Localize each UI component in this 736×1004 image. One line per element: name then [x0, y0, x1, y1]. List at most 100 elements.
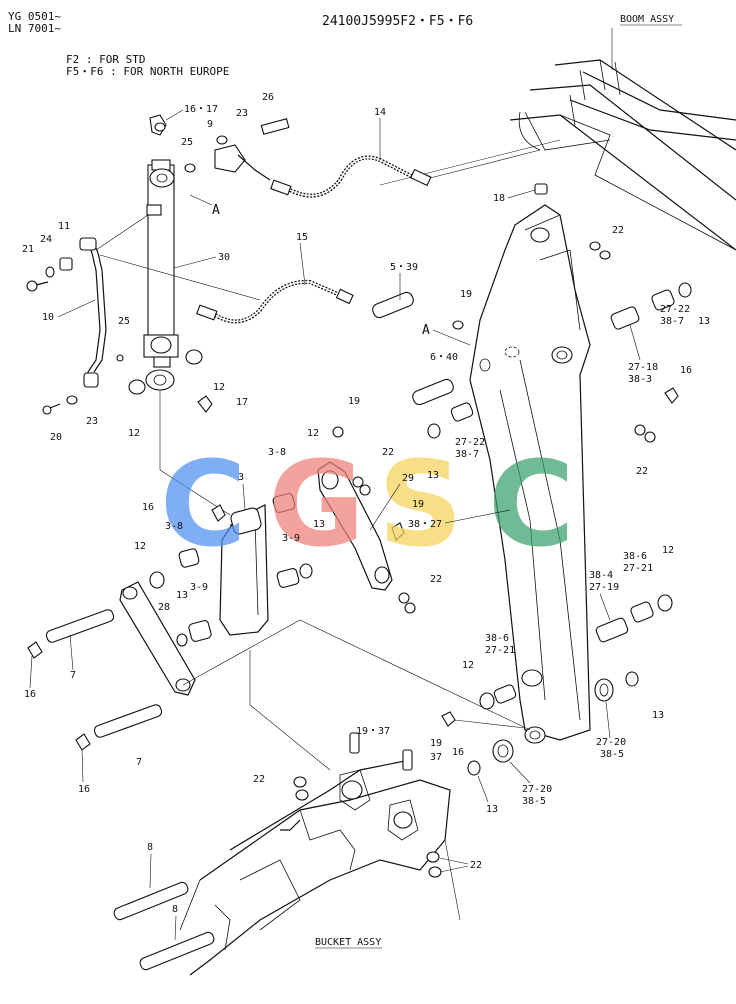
- callout: 38-5: [522, 796, 546, 807]
- callout: 7: [70, 670, 76, 681]
- callout: 12: [213, 382, 225, 393]
- callout: 23: [86, 416, 98, 427]
- callout: 22: [430, 574, 442, 585]
- callout: 3-8: [165, 521, 183, 532]
- callout: 27-21: [623, 563, 653, 574]
- callout: 3-9: [282, 533, 300, 544]
- detail-marker-a-cylinder: A: [212, 203, 220, 218]
- callout: 9: [207, 119, 213, 130]
- callout: 6・40: [430, 352, 458, 363]
- watermark-letter-c2: C: [488, 435, 575, 573]
- callout: 38-5: [600, 749, 624, 760]
- callout: 27-18: [628, 362, 658, 373]
- callout: 22: [612, 225, 624, 236]
- callout: 38-7: [455, 449, 479, 460]
- callout: 37: [430, 752, 442, 763]
- boom-assembly: [379, 59, 736, 251]
- callout: 38-7: [660, 316, 684, 327]
- callout: 14: [374, 107, 386, 118]
- callout: 23: [236, 108, 248, 119]
- callout: 12: [134, 541, 146, 552]
- note-north-europe: F5・F6 : FOR NORTH EUROPE: [66, 65, 229, 78]
- serial-number-ln: LN 7001~: [8, 22, 61, 35]
- side-link: [27, 581, 531, 751]
- callout: 19: [430, 738, 442, 749]
- callout: 18: [493, 193, 505, 204]
- callout: 28: [158, 602, 170, 613]
- callout: 27-20: [596, 737, 626, 748]
- callout: 8: [147, 842, 153, 853]
- callout: 19: [348, 396, 360, 407]
- pipe-10: [79, 214, 261, 388]
- callout: 30: [218, 252, 230, 263]
- bucket-assy-label: BUCKET ASSY: [315, 937, 381, 948]
- note-std: F2 : FOR STD: [66, 53, 145, 66]
- callout: 38・27: [408, 519, 442, 530]
- arm-cylinder: [143, 159, 231, 516]
- watermark-letter-s: S: [378, 435, 463, 573]
- arm-body: [469, 204, 591, 744]
- callout: 13: [652, 710, 664, 721]
- callout: 13: [698, 316, 710, 327]
- fittings-top: [149, 114, 292, 196]
- callout: 38-4: [589, 570, 613, 581]
- callout: 10: [42, 312, 54, 323]
- callout: 29: [402, 473, 414, 484]
- hose-15: [196, 279, 354, 324]
- callout: 3: [238, 472, 244, 483]
- callout: 7: [136, 757, 142, 768]
- callout: 38-6: [485, 633, 509, 644]
- callout: 27-19: [589, 582, 619, 593]
- callout: 13: [313, 519, 325, 530]
- watermark-letter-c1: C: [160, 435, 247, 573]
- callout: 16: [142, 502, 154, 513]
- callout: 12: [462, 660, 474, 671]
- callout: 12: [307, 428, 319, 439]
- callout: 13: [486, 804, 498, 815]
- callout: 24: [40, 234, 52, 245]
- callout: 22: [470, 860, 482, 871]
- link-assembly: [149, 461, 416, 647]
- callout: 15: [296, 232, 308, 243]
- callout: 27-20: [522, 784, 552, 795]
- callout: 27-22: [660, 304, 690, 315]
- bucket-assembly: [113, 650, 461, 976]
- callout: 20: [50, 432, 62, 443]
- callouts: 16・17 23 26 14 9 25 18 22 11 24 21 30 15…: [22, 92, 710, 941]
- callout: 8: [172, 904, 178, 915]
- callout: 27-22: [455, 437, 485, 448]
- watermark-logo: C G S C: [160, 435, 575, 573]
- callout: 16: [452, 747, 464, 758]
- callout: 3-8: [268, 447, 286, 458]
- left-small-parts: [26, 257, 344, 438]
- callout: 22: [253, 774, 265, 785]
- callout: 22: [382, 447, 394, 458]
- callout: 13: [427, 470, 439, 481]
- callout: 5・39: [390, 262, 418, 273]
- callout: 19・37: [356, 726, 390, 737]
- callout: 11: [58, 221, 70, 232]
- callout: 38-6: [623, 551, 647, 562]
- callout: 25: [118, 316, 130, 327]
- callout: 22: [636, 466, 648, 477]
- callout: 12: [128, 428, 140, 439]
- callout: 3-9: [190, 582, 208, 593]
- callout: 19: [460, 289, 472, 300]
- hose-14: [289, 155, 432, 198]
- detail-marker-a-arm: A: [422, 323, 430, 338]
- callout: 38-3: [628, 374, 652, 385]
- serial-number-yg: YG 0501~: [8, 10, 61, 23]
- callout: 16・17: [184, 104, 218, 115]
- callout: 27-21: [485, 645, 515, 656]
- callout: 26: [262, 92, 274, 103]
- pins-bushings-right: [372, 183, 692, 776]
- boom-assy-label: BOOM ASSY: [620, 14, 674, 25]
- callout: 21: [22, 244, 34, 255]
- drawing-number: 24100J5995F2・F5・F6: [322, 14, 473, 29]
- callout: 16: [78, 784, 90, 795]
- callout: 25: [181, 137, 193, 148]
- callout: 12: [662, 545, 674, 556]
- callout: 13: [176, 590, 188, 601]
